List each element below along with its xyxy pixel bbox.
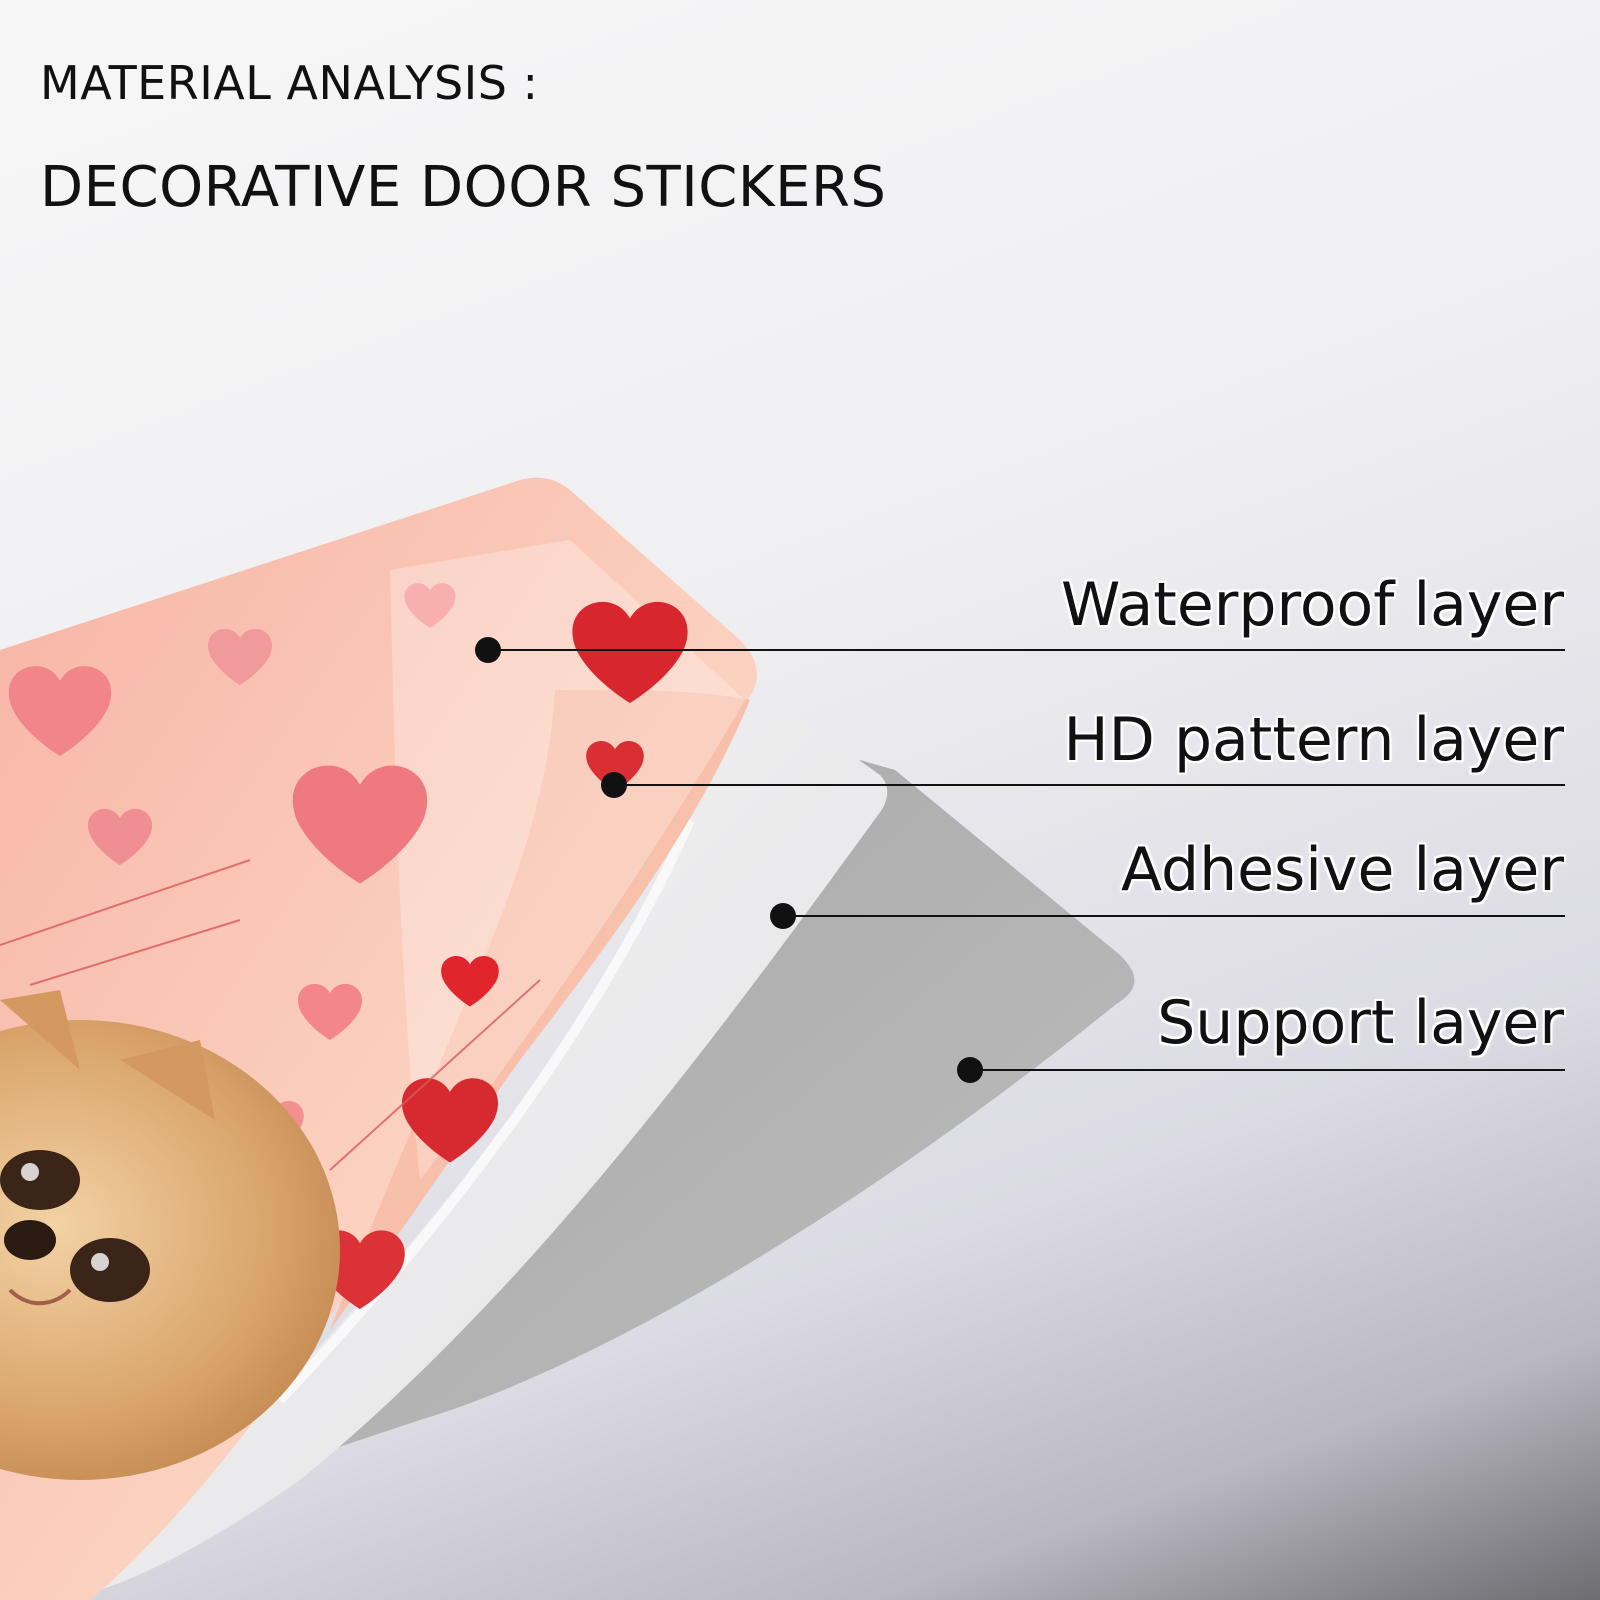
callout-hd-pattern — [601, 772, 1565, 798]
callout-support — [957, 1057, 1565, 1083]
adhesive-layer-label: Adhesive layer — [1121, 835, 1564, 905]
waterproof-film — [390, 540, 745, 1180]
heart-decorations — [8, 583, 688, 1309]
pomeranian-dog-illustration — [0, 990, 340, 1480]
support-layer-label: Support layer — [1157, 988, 1564, 1058]
balloon-strings — [0, 859, 541, 1171]
title-line-1: MATERIAL ANALYSIS : — [40, 56, 539, 110]
waterproof-layer-label: Waterproof layer — [1061, 570, 1564, 640]
adhesive-layer-highlight — [276, 817, 695, 1404]
callout-waterproof — [475, 637, 1565, 663]
hd-pattern-layer-label: HD pattern layer — [1063, 705, 1564, 775]
adhesive-layer-sheet — [60, 690, 888, 1600]
support-layer-sheet — [300, 760, 1135, 1460]
callout-adhesive — [770, 903, 1565, 929]
title-line-2: DECORATIVE DOOR STICKERS — [40, 155, 887, 220]
curled-edge-band — [330, 690, 750, 1330]
